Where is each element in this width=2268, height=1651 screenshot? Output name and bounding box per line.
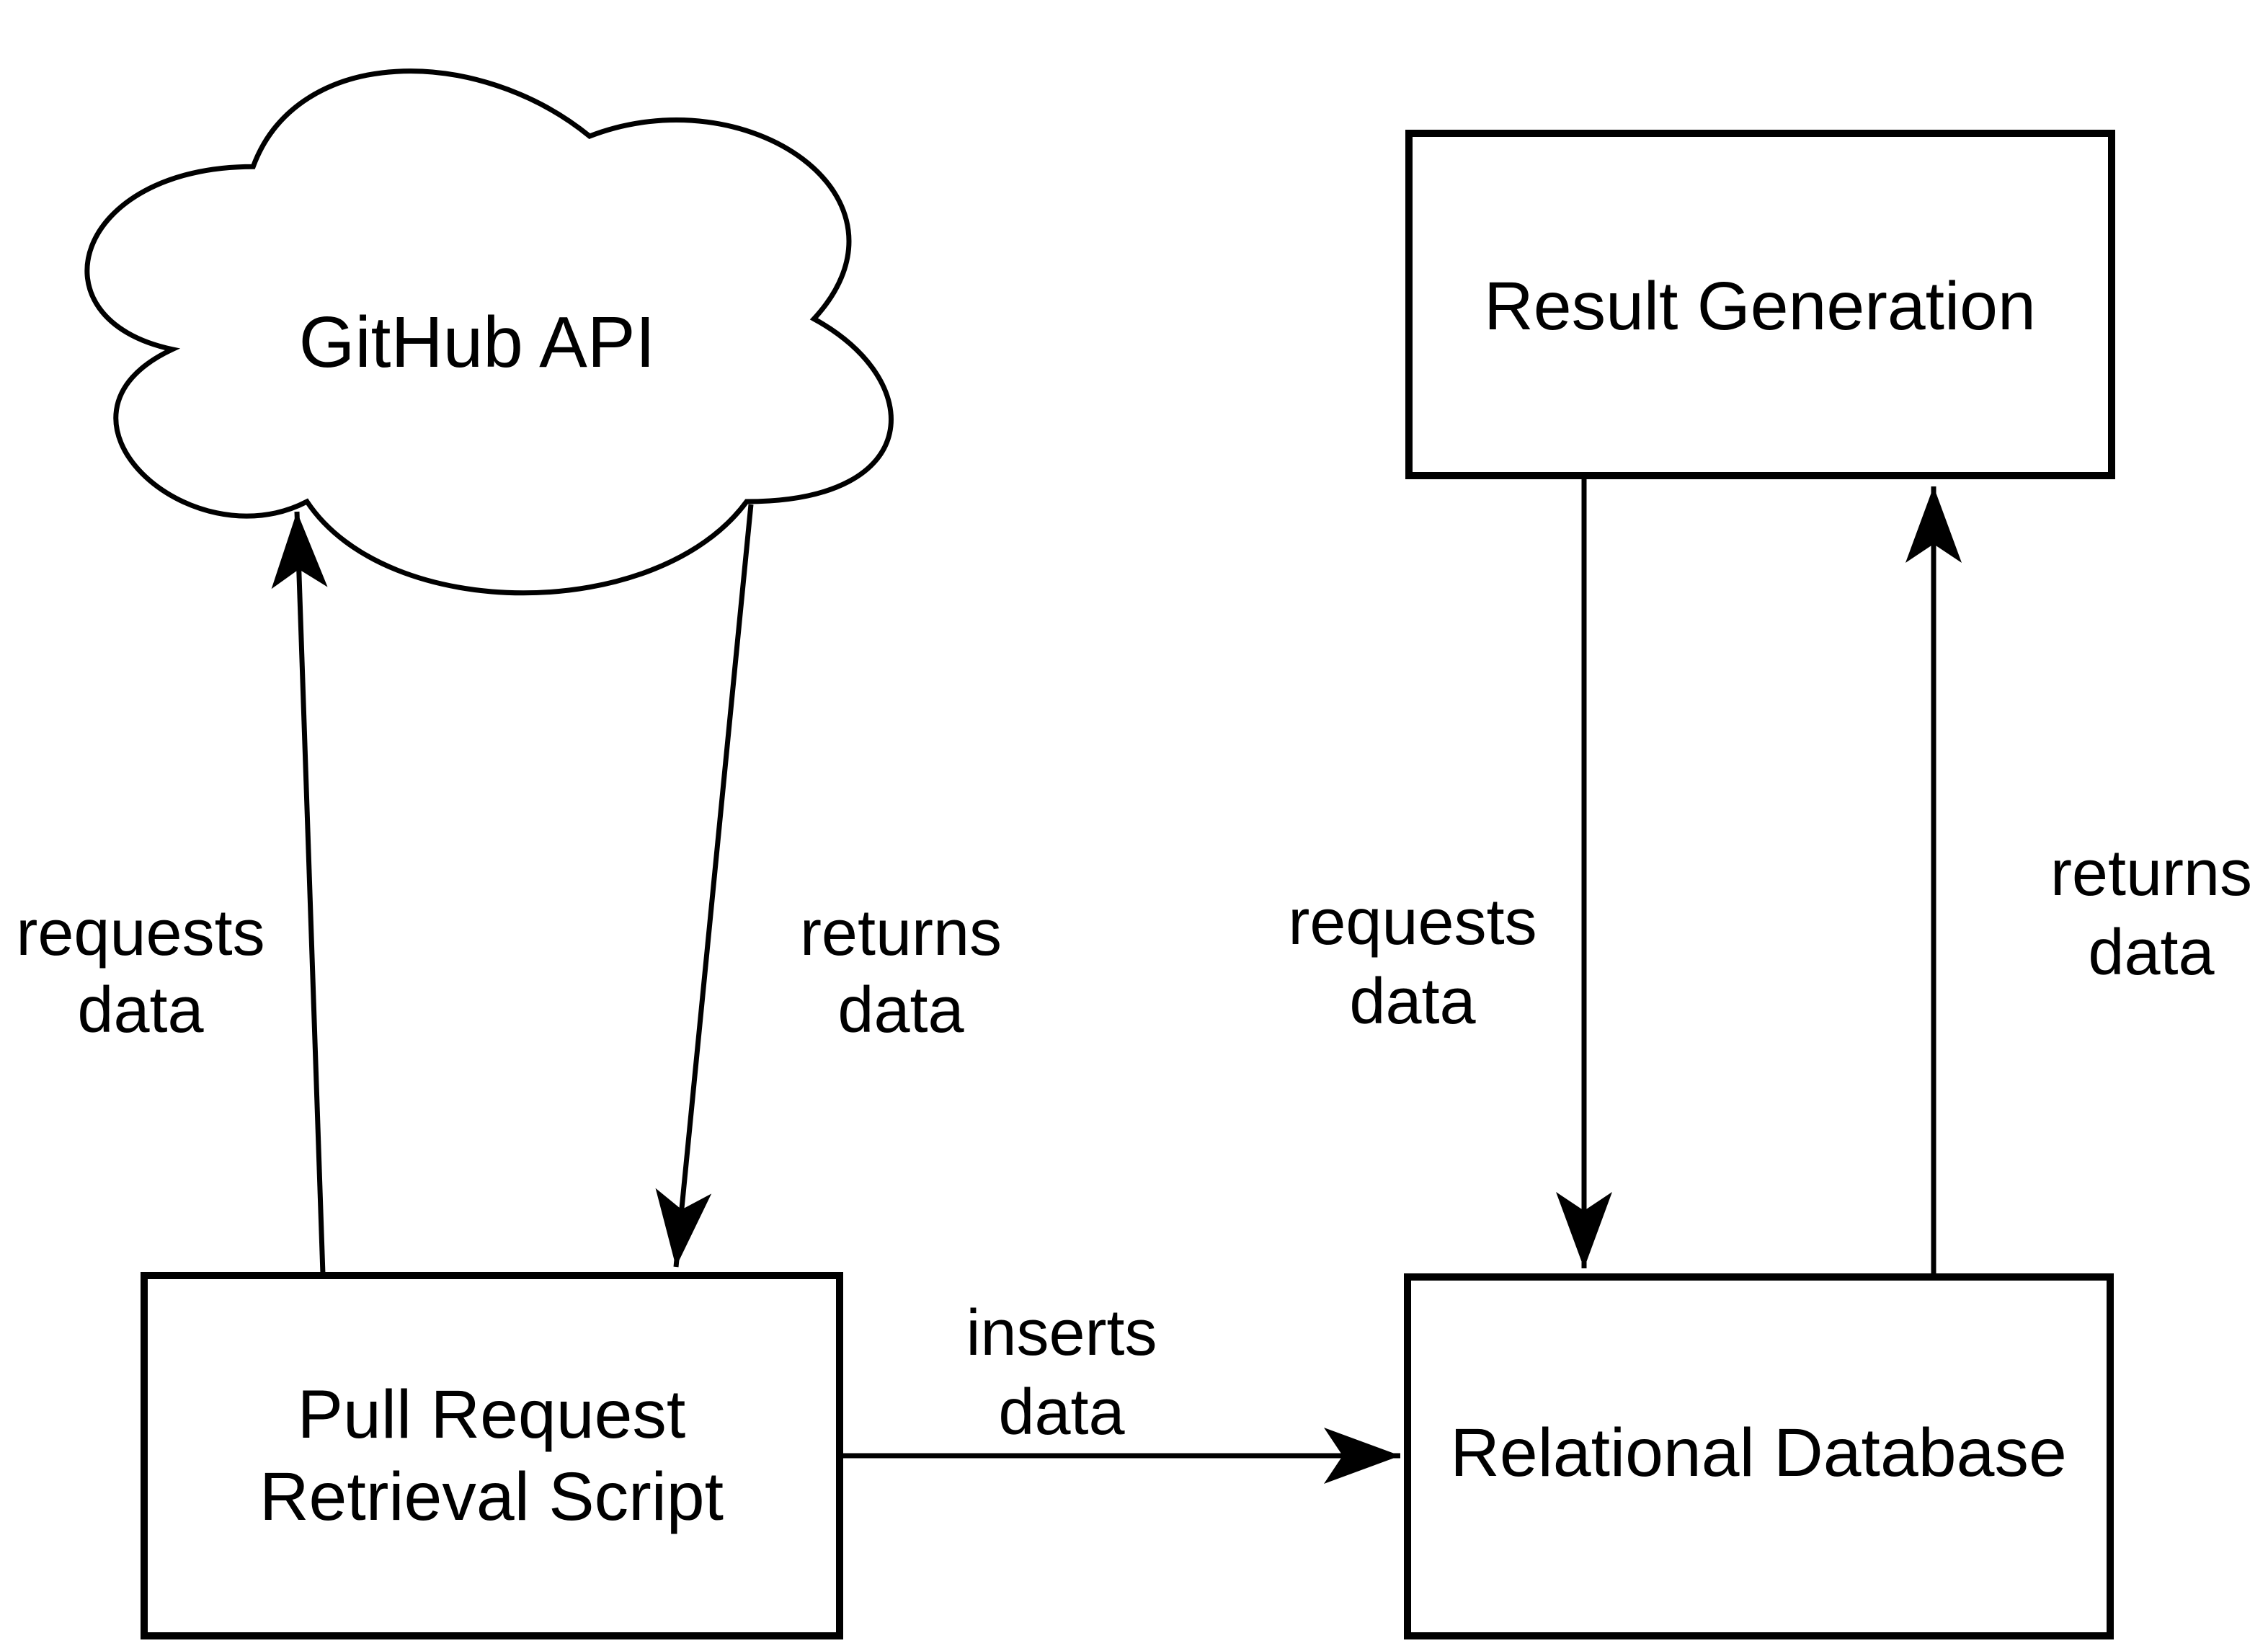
edge-label-result-to-database-line1: requests bbox=[1288, 886, 1537, 958]
github-api-node: GitHub API bbox=[84, 68, 894, 596]
relational-database-node: Relational Database bbox=[1404, 1273, 2114, 1639]
edge-script-to-database: inserts data bbox=[841, 1297, 1400, 1484]
edge-result-to-database: requests data bbox=[1288, 478, 1612, 1268]
result-generation-label: Result Generation bbox=[1484, 268, 2036, 344]
arrow-script-to-github bbox=[271, 511, 328, 1275]
pull-request-retrieval-script-label-line1: Pull Request bbox=[298, 1376, 686, 1453]
edge-label-result-to-database-line2: data bbox=[1349, 966, 1476, 1038]
edge-label-script-to-github-line2: data bbox=[77, 974, 204, 1046]
edge-label-script-to-database-line2: data bbox=[998, 1376, 1125, 1448]
pull-request-retrieval-script-label-line2: Retrieval Script bbox=[259, 1459, 724, 1535]
edge-script-to-github: requests data bbox=[16, 511, 328, 1275]
pull-request-retrieval-script-box bbox=[141, 1272, 843, 1639]
github-api-label: GitHub API bbox=[299, 302, 656, 383]
result-generation-box bbox=[1405, 130, 2115, 479]
github-api-cloud bbox=[84, 68, 894, 596]
edge-label-script-to-database-line1: inserts bbox=[966, 1297, 1157, 1369]
relational-database-box bbox=[1404, 1273, 2114, 1639]
edge-database-to-result: returns data bbox=[1905, 486, 2252, 1276]
edge-label-github-to-script-line1: returns bbox=[800, 897, 1002, 969]
edge-label-github-to-script-line2: data bbox=[837, 974, 964, 1046]
edge-github-to-script: returns data bbox=[655, 504, 1002, 1268]
edge-label-script-to-github-line1: requests bbox=[16, 897, 264, 969]
edge-label-database-to-result-line2: data bbox=[2088, 917, 2215, 989]
relational-database-label: Relational Database bbox=[1450, 1415, 2067, 1491]
result-generation-node: Result Generation bbox=[1405, 130, 2115, 479]
edge-label-database-to-result-line1: returns bbox=[2050, 837, 2252, 909]
arrow-github-to-script bbox=[655, 504, 754, 1268]
pull-request-retrieval-script-node: Pull Request Retrieval Script bbox=[141, 1272, 843, 1639]
